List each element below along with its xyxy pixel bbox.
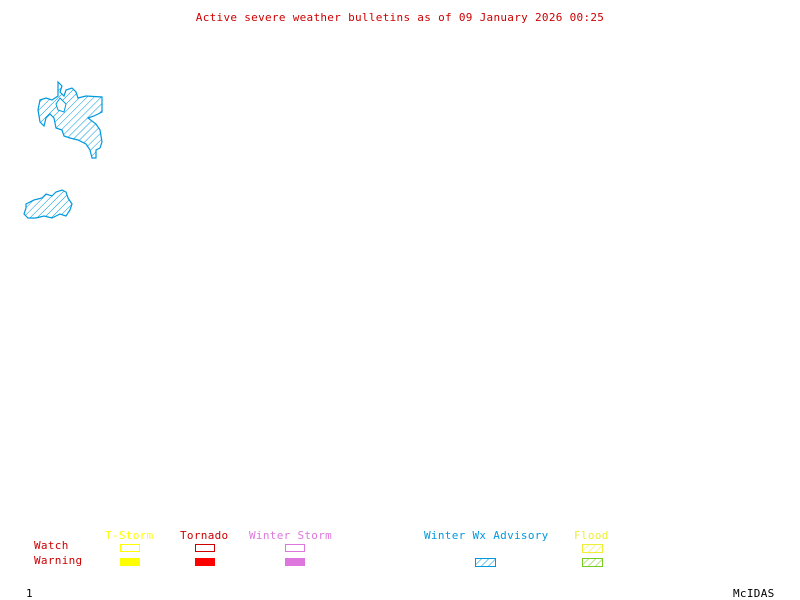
legend-tstorm-watch-swatch	[120, 544, 140, 552]
legend-winter-storm-label: Winter Storm	[249, 529, 333, 542]
software-label: McIDAS	[733, 587, 775, 600]
legend-flood-watch-swatch	[582, 544, 603, 553]
bulletin-title: Active severe weather bulletins as of 09…	[195, 11, 605, 24]
legend-tstorm-warning-swatch	[120, 558, 140, 566]
legend-tstorm-label: T-Storm	[105, 529, 154, 542]
legend-flood-label: Flood	[574, 529, 609, 542]
frame-number: 1	[26, 587, 33, 600]
legend-watch-label: Watch	[34, 539, 69, 552]
legend-tornado-label: Tornado	[180, 529, 229, 542]
legend-winter-storm-watch-swatch	[285, 544, 305, 552]
weather-map	[23, 80, 103, 219]
advisory-region-north-inlet	[55, 97, 67, 113]
legend-winter-storm-warning-swatch	[285, 558, 305, 566]
advisory-region-south[interactable]	[23, 189, 73, 219]
legend-flood-warning-swatch	[582, 558, 603, 567]
legend-winter-wx-advisory-label: Winter Wx Advisory	[424, 529, 549, 542]
advisory-region-north[interactable]	[37, 80, 103, 159]
legend-tornado-watch-swatch	[195, 544, 215, 552]
legend-winter-wx-advisory-swatch	[475, 558, 496, 567]
legend-tornado-warning-swatch	[195, 558, 215, 566]
legend-warning-label: Warning	[34, 554, 83, 567]
